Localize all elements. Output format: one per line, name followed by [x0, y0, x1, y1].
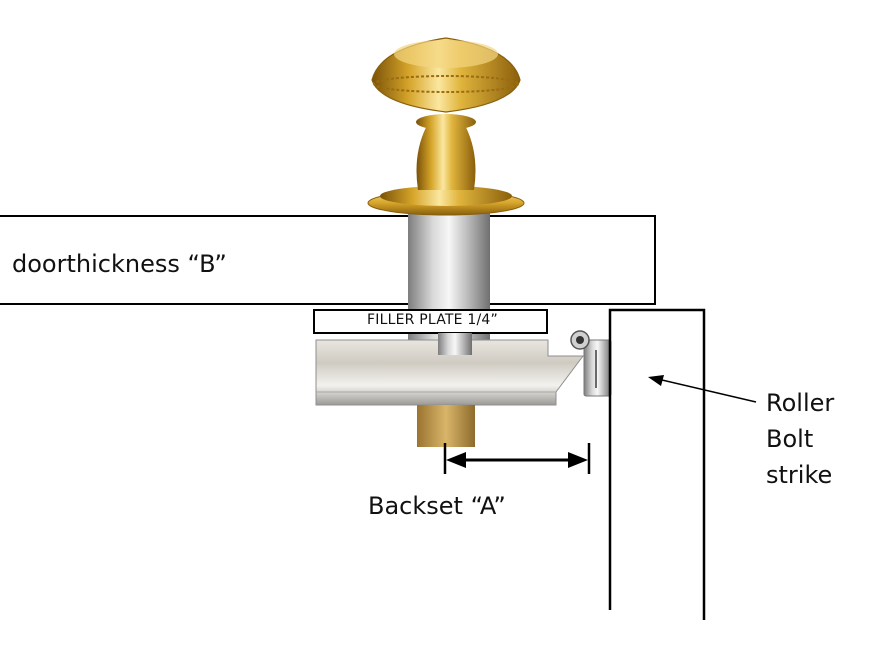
roller-bolt-strike-label: Roller Bolt strike	[766, 385, 834, 493]
brass-knob	[367, 37, 525, 216]
bolt-label-line: Bolt	[766, 425, 814, 453]
bolt-body	[315, 333, 584, 406]
backset-label: Backset “A”	[368, 492, 506, 520]
filler-plate-label: FILLER PLATE 1/4”	[367, 312, 498, 328]
roller-bolt-strike	[570, 330, 612, 397]
strike-label-line: strike	[766, 461, 833, 489]
backset-dimension	[443, 443, 591, 474]
filler-plate-outline	[313, 309, 548, 334]
bolt-tailpiece	[417, 405, 475, 447]
door-frame-outline	[608, 308, 706, 620]
roller-label-line: Roller	[766, 389, 835, 417]
door-thickness-outline	[0, 215, 656, 305]
door-thickness-label: doorthickness “B”	[12, 250, 227, 278]
roller-strike-pointer-arrow	[648, 375, 757, 403]
